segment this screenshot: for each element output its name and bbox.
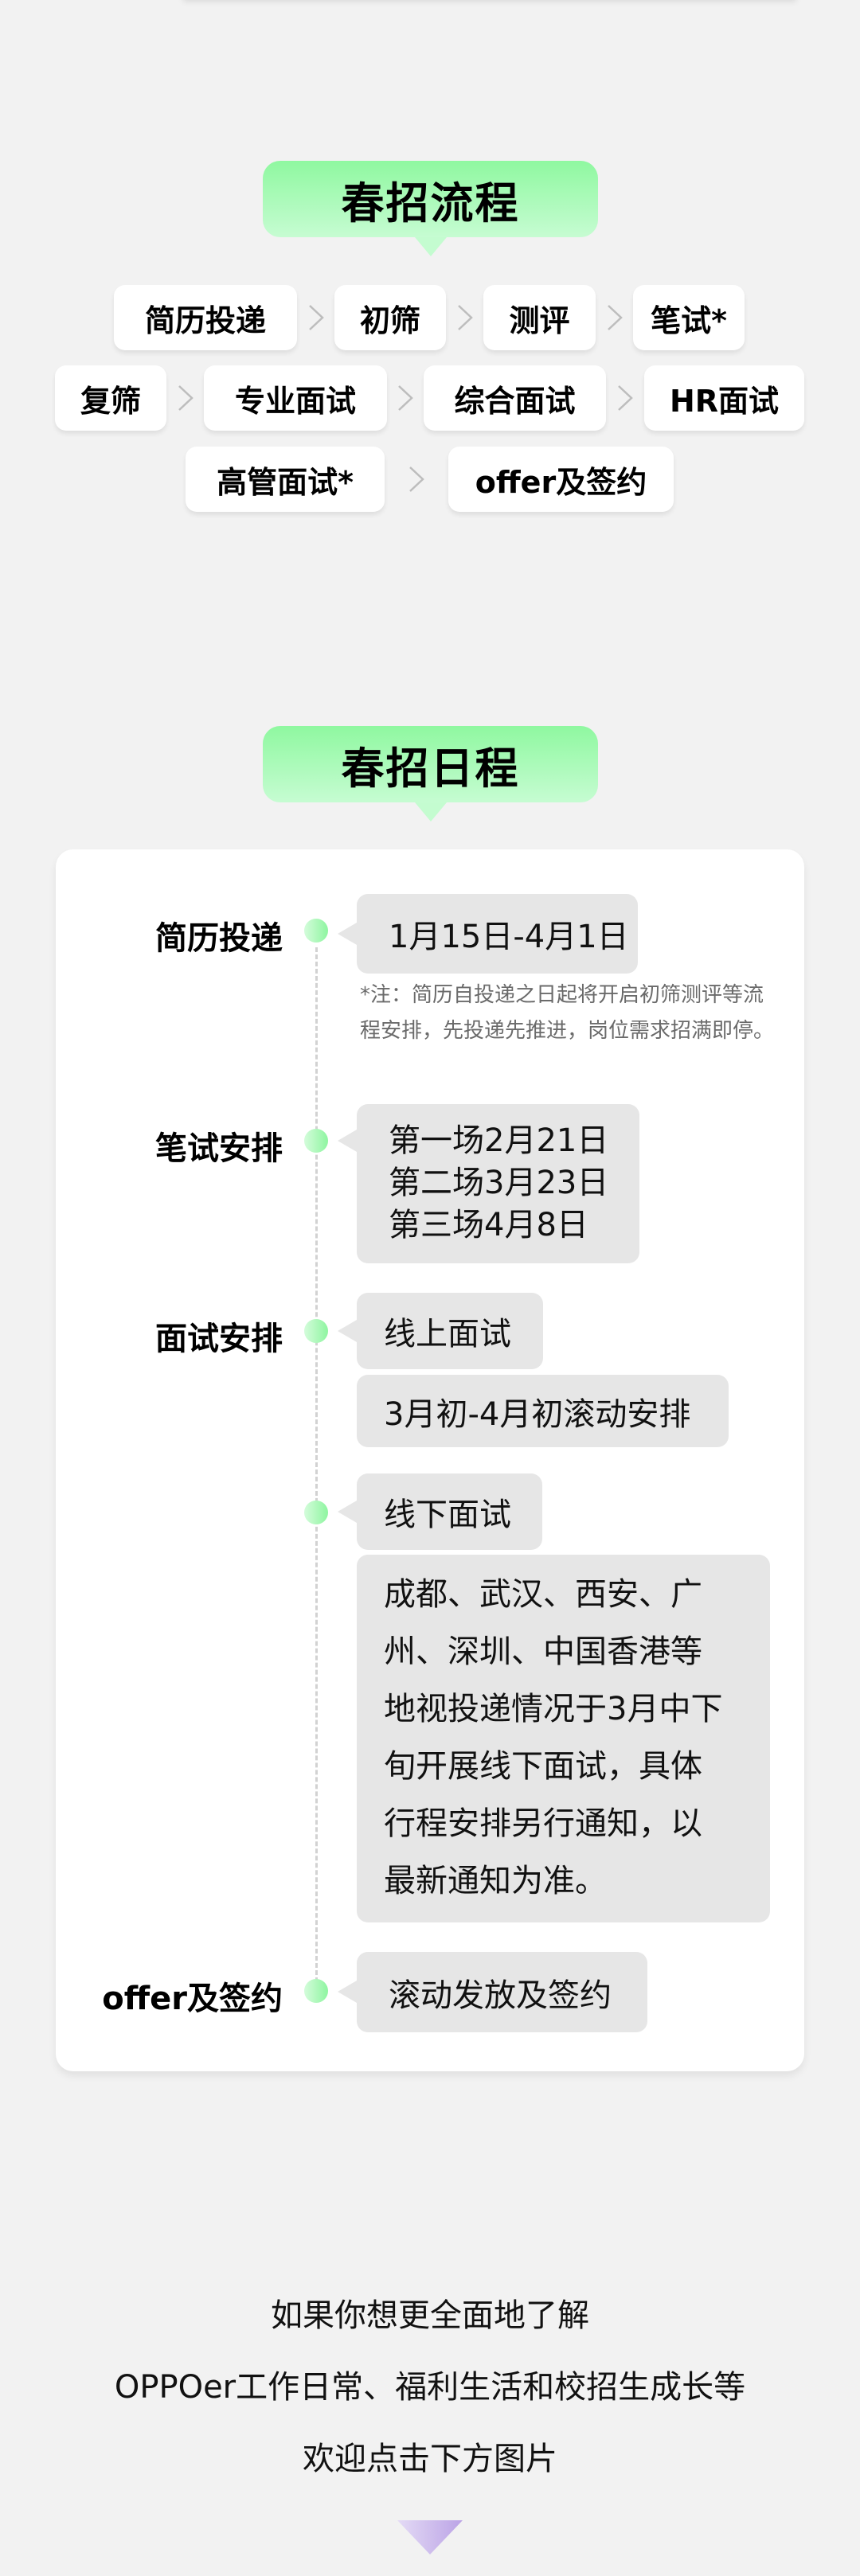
- timeline-dashed-line: [315, 947, 318, 1982]
- online-interview-time-bubble: 3月初-4月初滚动安排: [357, 1375, 729, 1447]
- step-initial-screening: 初筛: [334, 285, 446, 350]
- footer-line-2: OPPOer工作日常、福利生活和校招生成长等: [114, 2369, 746, 2406]
- bubble-pointer: [338, 1981, 357, 2003]
- chevron-right-icon: [397, 384, 414, 412]
- offline-line-5: 行程安排另行通知，以: [384, 1805, 702, 1842]
- interview-label: 面试安排: [155, 1321, 283, 1357]
- process-title-badge: 春招流程: [263, 161, 598, 256]
- online-interview-bubble: 线上面试: [338, 1293, 543, 1369]
- step-offer-signing: offer及签约: [448, 447, 674, 512]
- schedule-title-badge: 春招日程: [263, 726, 598, 822]
- resume-date-bubble: 1月15日-4月1日: [338, 894, 638, 974]
- step-professional-interview: 专业面试: [204, 365, 387, 431]
- bubble-pointer: [338, 1320, 357, 1342]
- bubble-pointer: [338, 923, 357, 945]
- badge-pointer: [414, 237, 447, 256]
- resume-label: 简历投递: [155, 920, 283, 957]
- written-sessions-bubble: 第一场2月21日 第二场3月23日 第三场4月8日: [338, 1104, 639, 1263]
- offline-line-6: 最新通知为准。: [384, 1863, 607, 1899]
- chevron-right-icon: [307, 304, 325, 331]
- chevron-right-icon: [408, 466, 425, 493]
- offline-line-2: 州、深圳、中国香港等: [384, 1633, 702, 1670]
- offer-detail: 滚动发放及签约: [389, 1977, 612, 2014]
- step-comprehensive-interview: 综合面试: [424, 365, 606, 431]
- schedule-title: 春招日程: [341, 743, 520, 794]
- online-interview-time: 3月初-4月初滚动安排: [384, 1395, 691, 1433]
- footer-line-1: 如果你想更全面地了解: [271, 2297, 589, 2334]
- offer-label: offer及签约: [102, 1981, 283, 2017]
- offline-line-1: 成都、武汉、西安、广: [384, 1576, 702, 1613]
- written-session-2: 第二场3月23日: [389, 1165, 609, 1201]
- offer-detail-bubble: 滚动发放及签约: [338, 1952, 647, 2032]
- offline-line-4: 旬开展线下面试，具体: [384, 1748, 702, 1785]
- offline-interview-detail-bubble: 成都、武汉、西安、广 州、深圳、中国香港等 地视投递情况于3月中下 旬开展线下面…: [357, 1555, 770, 1922]
- step-assessment: 测评: [483, 285, 596, 350]
- process-title: 春招流程: [341, 178, 520, 228]
- badge-pointer: [414, 802, 447, 822]
- chevron-right-icon: [616, 384, 634, 412]
- offline-interview-title: 线下面试: [384, 1497, 511, 1533]
- online-interview-title: 线上面试: [384, 1316, 511, 1352]
- written-session-1: 第一场2月21日: [389, 1122, 609, 1159]
- written-session-3: 第三场4月8日: [389, 1207, 588, 1243]
- timeline-dot-icon: [304, 919, 328, 943]
- offline-interview-bubble: 线下面试: [338, 1473, 542, 1550]
- step-rescreening: 复筛: [55, 365, 166, 431]
- bubble-pointer: [338, 1130, 357, 1152]
- timeline-dot-icon: [304, 1129, 328, 1153]
- step-resume-submit: 简历投递: [114, 285, 297, 350]
- chevron-right-icon: [177, 384, 194, 412]
- chevron-right-icon: [456, 304, 474, 331]
- offline-line-3: 地视投递情况于3月中下: [384, 1691, 723, 1727]
- chevron-right-icon: [606, 304, 624, 331]
- bubble-pointer: [338, 1501, 357, 1523]
- timeline-dot-icon: [304, 1979, 328, 2003]
- down-triangle-icon[interactable]: [397, 2520, 463, 2555]
- timeline-dot-icon: [304, 1319, 328, 1343]
- resume-note: *注：简历自投递之日起将开启初筛测评等流程安排，先投递先推进，岗位需求招满即停。: [360, 983, 775, 1043]
- step-written-test: 笔试*: [633, 285, 745, 350]
- step-hr-interview: HR面试: [644, 365, 804, 431]
- timeline-dot-icon: [304, 1501, 328, 1524]
- step-executive-interview: 高管面试*: [186, 447, 385, 512]
- written-label: 笔试安排: [155, 1130, 283, 1167]
- footer-line-3: 欢迎点击下方图片: [303, 2441, 557, 2477]
- resume-date: 1月15日-4月1日: [389, 919, 629, 955]
